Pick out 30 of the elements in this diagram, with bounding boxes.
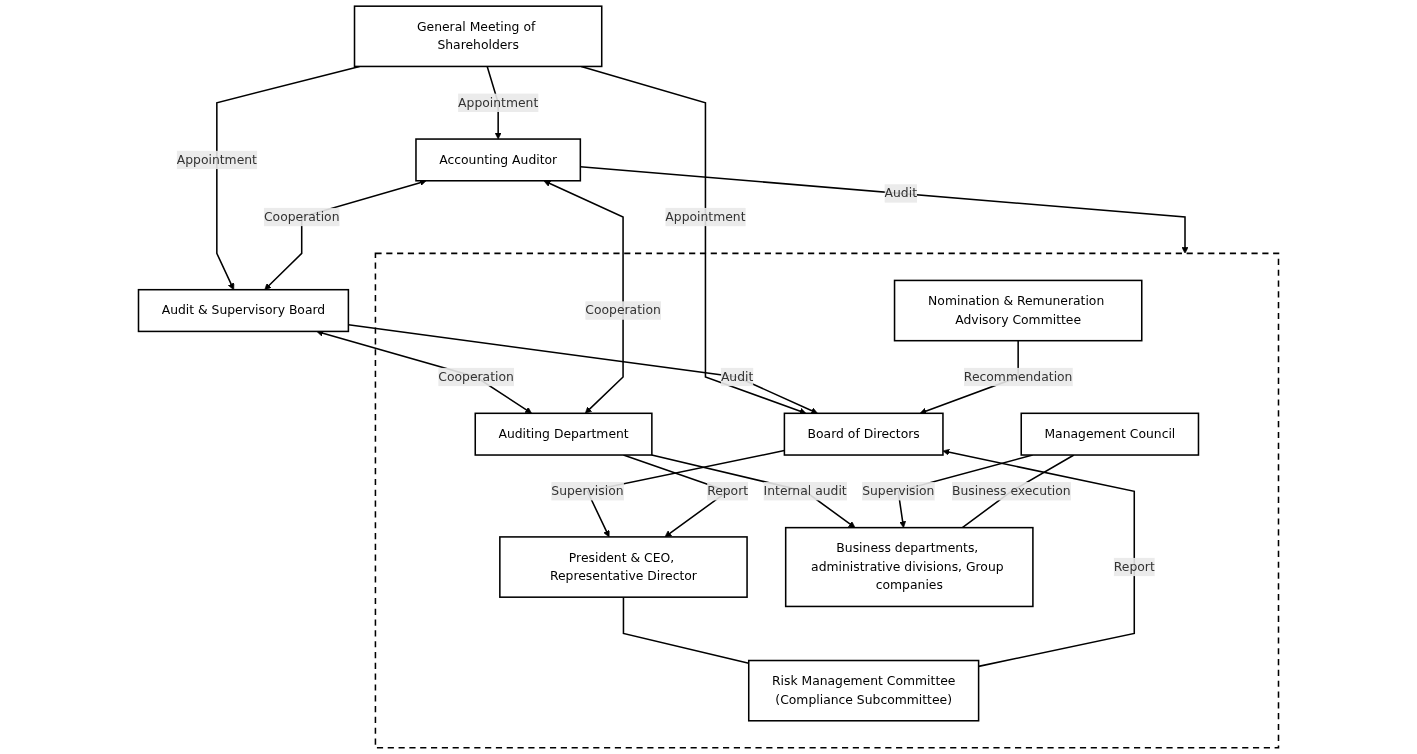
edge-label: Cooperation	[585, 302, 661, 318]
arrow	[543, 180, 624, 414]
node-box	[893, 279, 1143, 342]
node-box	[1020, 412, 1200, 456]
edge-label: Recommendation	[963, 369, 1073, 384]
arrow	[650, 454, 856, 528]
edge-label: Appointment	[458, 95, 539, 110]
edge-label: Appointment	[176, 152, 257, 167]
node-box	[353, 5, 603, 68]
edge-label: Audit	[884, 185, 917, 201]
node-box	[137, 288, 350, 333]
edge-label: Report	[1113, 559, 1155, 574]
node-box	[784, 526, 1034, 608]
edge-label: Internal audit	[763, 483, 847, 499]
arrow	[580, 65, 807, 415]
edge-label: Cooperation	[438, 369, 514, 384]
edge-label: Supervision	[551, 483, 624, 499]
edge-label: Cooperation	[263, 209, 340, 225]
edge-label: Business execution	[951, 483, 1071, 499]
node-box	[499, 536, 748, 598]
node-box	[783, 412, 944, 456]
edge-label: Audit	[720, 369, 754, 384]
node-box	[474, 412, 653, 456]
node-box	[747, 659, 980, 722]
arrow	[942, 448, 1136, 668]
node-box	[415, 138, 582, 182]
edge-label: Appointment	[665, 209, 746, 225]
edge-label: Supervision	[862, 483, 935, 499]
cluster	[374, 252, 1280, 749]
edge-label: Report	[707, 483, 749, 499]
